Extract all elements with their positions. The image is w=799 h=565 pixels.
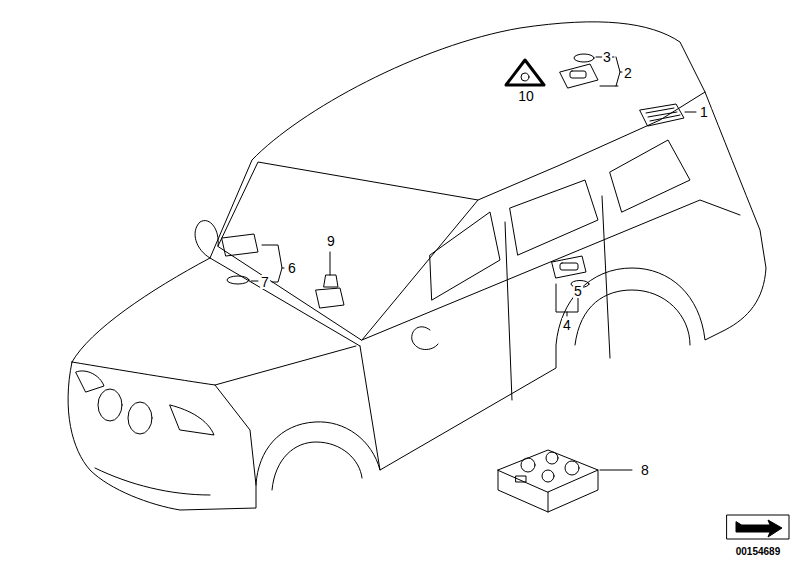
callout-number: 10 bbox=[517, 89, 535, 103]
callout-number: 5 bbox=[573, 284, 583, 298]
callout-number: 7 bbox=[260, 275, 270, 289]
callout-number: 6 bbox=[287, 261, 297, 275]
callout-number: 8 bbox=[640, 463, 650, 477]
callout-number: 3 bbox=[602, 50, 612, 64]
callout-number: 2 bbox=[623, 66, 633, 80]
callout-number: 4 bbox=[562, 318, 572, 332]
callout-number: 9 bbox=[326, 234, 336, 248]
drawing-number: 00154689 bbox=[735, 547, 782, 557]
callout-number: 1 bbox=[699, 105, 709, 119]
